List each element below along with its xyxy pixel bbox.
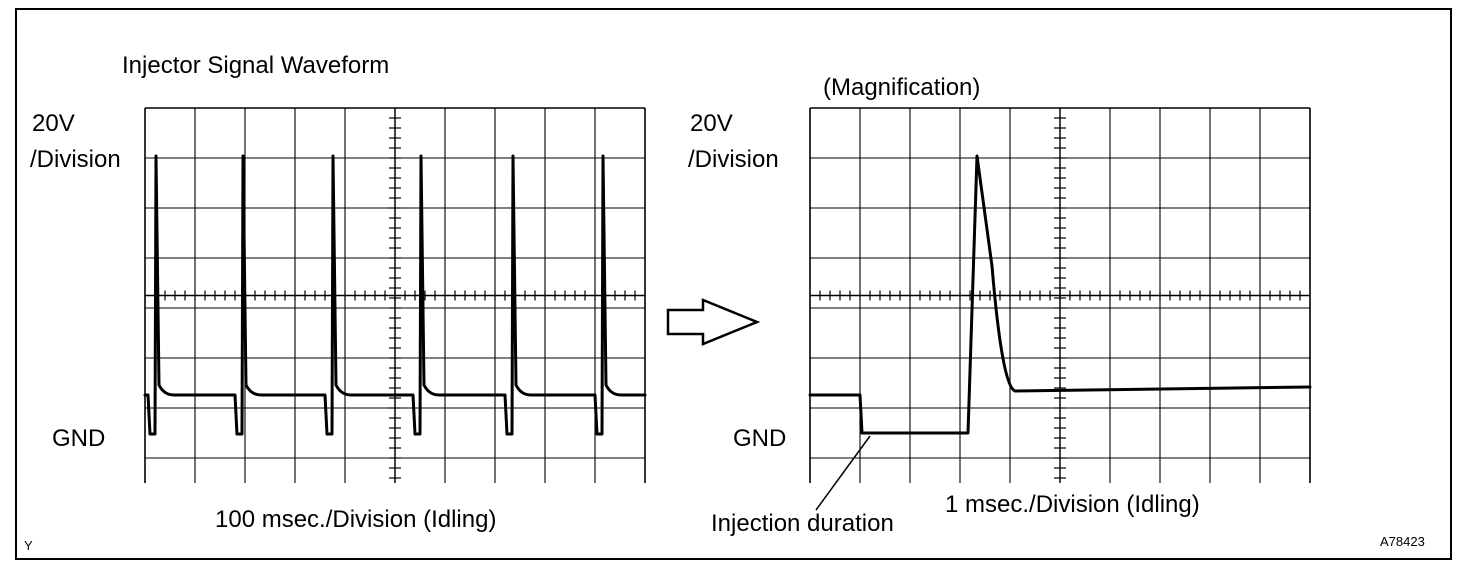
- injector-signal-trace: [143, 154, 647, 436]
- injection-duration-callout: Injection duration: [711, 510, 894, 537]
- right-volt-scale: 20V: [690, 110, 733, 137]
- right-title: (Magnification): [823, 74, 981, 101]
- figure-code: A78423: [1380, 534, 1425, 549]
- left-title: Injector Signal Waveform: [122, 52, 390, 79]
- right-waveform-screen: [808, 107, 1312, 483]
- left-volt-scale: 20V: [32, 110, 75, 137]
- magnified-pulse-trace: [808, 154, 1312, 435]
- right-arrow-icon: [666, 298, 761, 346]
- right-volt-unit: /Division: [688, 146, 779, 173]
- left-gnd-label: GND: [52, 425, 106, 452]
- corner-label: Y: [24, 538, 33, 553]
- right-time-scale: 1 msec./Division (Idling): [945, 491, 1200, 518]
- left-volt-unit: /Division: [30, 146, 121, 173]
- figure-frame: [15, 8, 1452, 560]
- left-waveform-screen: [143, 107, 647, 483]
- callout-leader-line: [815, 435, 871, 511]
- right-gnd-label: GND: [733, 425, 787, 452]
- left-time-scale: 100 msec./Division (Idling): [215, 506, 497, 533]
- graticule: [809, 107, 1311, 483]
